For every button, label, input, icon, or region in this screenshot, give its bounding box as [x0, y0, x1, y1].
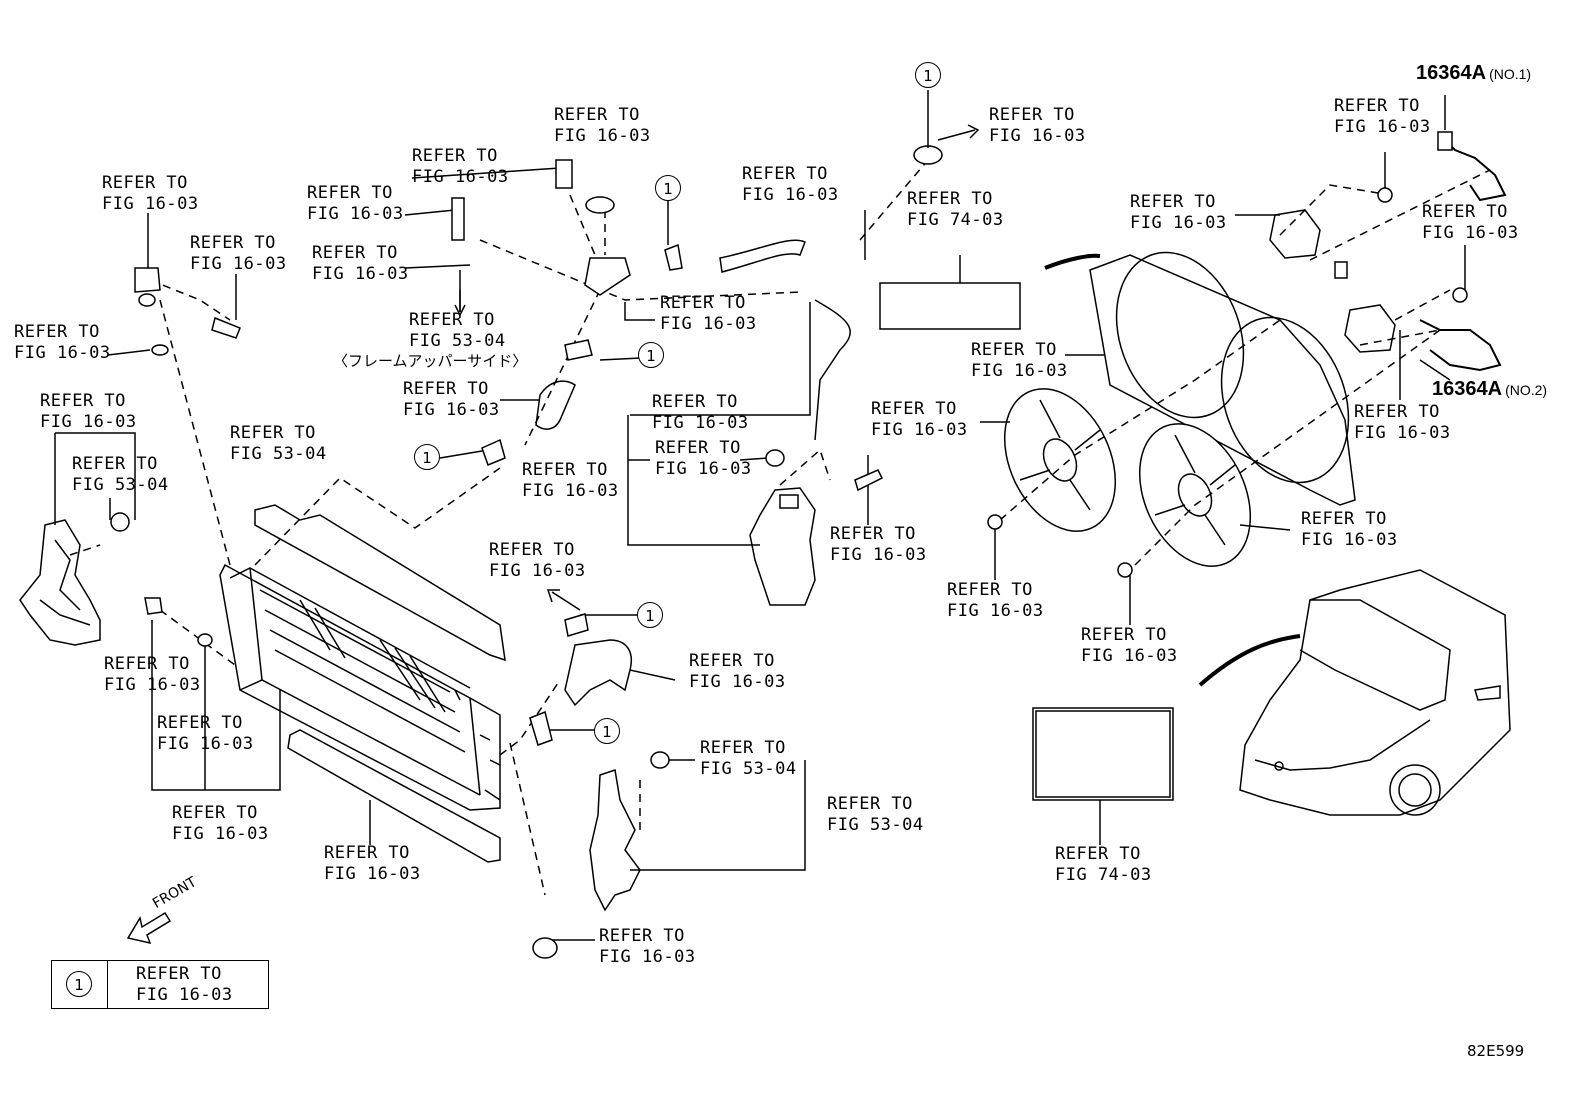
arrows — [454, 124, 980, 611]
front-arrow — [126, 911, 172, 945]
leader-lines — [54, 95, 1466, 941]
fan-no2 — [1138, 423, 1252, 567]
wire-harness-no2 — [1419, 319, 1502, 372]
dashed-leaders — [69, 159, 1491, 896]
diagram-code: 82E599 — [1467, 1042, 1525, 1060]
outlet-hose — [564, 639, 632, 707]
reserve-tank — [749, 487, 816, 606]
wire-harness-no1 — [1439, 134, 1507, 202]
radiator-upper-support — [254, 504, 506, 662]
part-number-no2[interactable]: 16364A(NO.2) — [1432, 378, 1548, 400]
radiator-lower-support — [287, 729, 501, 863]
left-air-guide — [19, 519, 101, 646]
legend-divider — [107, 961, 108, 1008]
lower-air-guide — [589, 769, 641, 912]
part-number-no1[interactable]: 16364A(NO.1) — [1416, 62, 1532, 84]
caution-label-a — [879, 282, 1021, 330]
circle-mark-4: 1 — [414, 444, 440, 470]
circle-mark-2: 1 — [655, 175, 681, 201]
circle-leaders — [667, 90, 929, 245]
circle-mark-3: 1 — [638, 342, 664, 368]
fan-no1 — [1003, 388, 1117, 532]
inlet-hose — [535, 380, 576, 430]
circle-mark-5: 1 — [637, 602, 663, 628]
fasteners — [110, 131, 1468, 959]
reserve-hose — [814, 299, 851, 441]
car-illustration — [1198, 569, 1511, 816]
circle-mark-1: 1 — [915, 62, 941, 88]
circle-mark-6: 1 — [594, 718, 620, 744]
caution-label-b — [1032, 707, 1174, 801]
upper-hose — [719, 239, 806, 273]
radiator-drawing — [219, 563, 501, 811]
frame-upper-side-note: 〈フレームアッパーサイド〉 — [333, 352, 528, 370]
legend-circle-mark: 1 — [66, 971, 92, 997]
fan-motors — [1269, 209, 1396, 353]
